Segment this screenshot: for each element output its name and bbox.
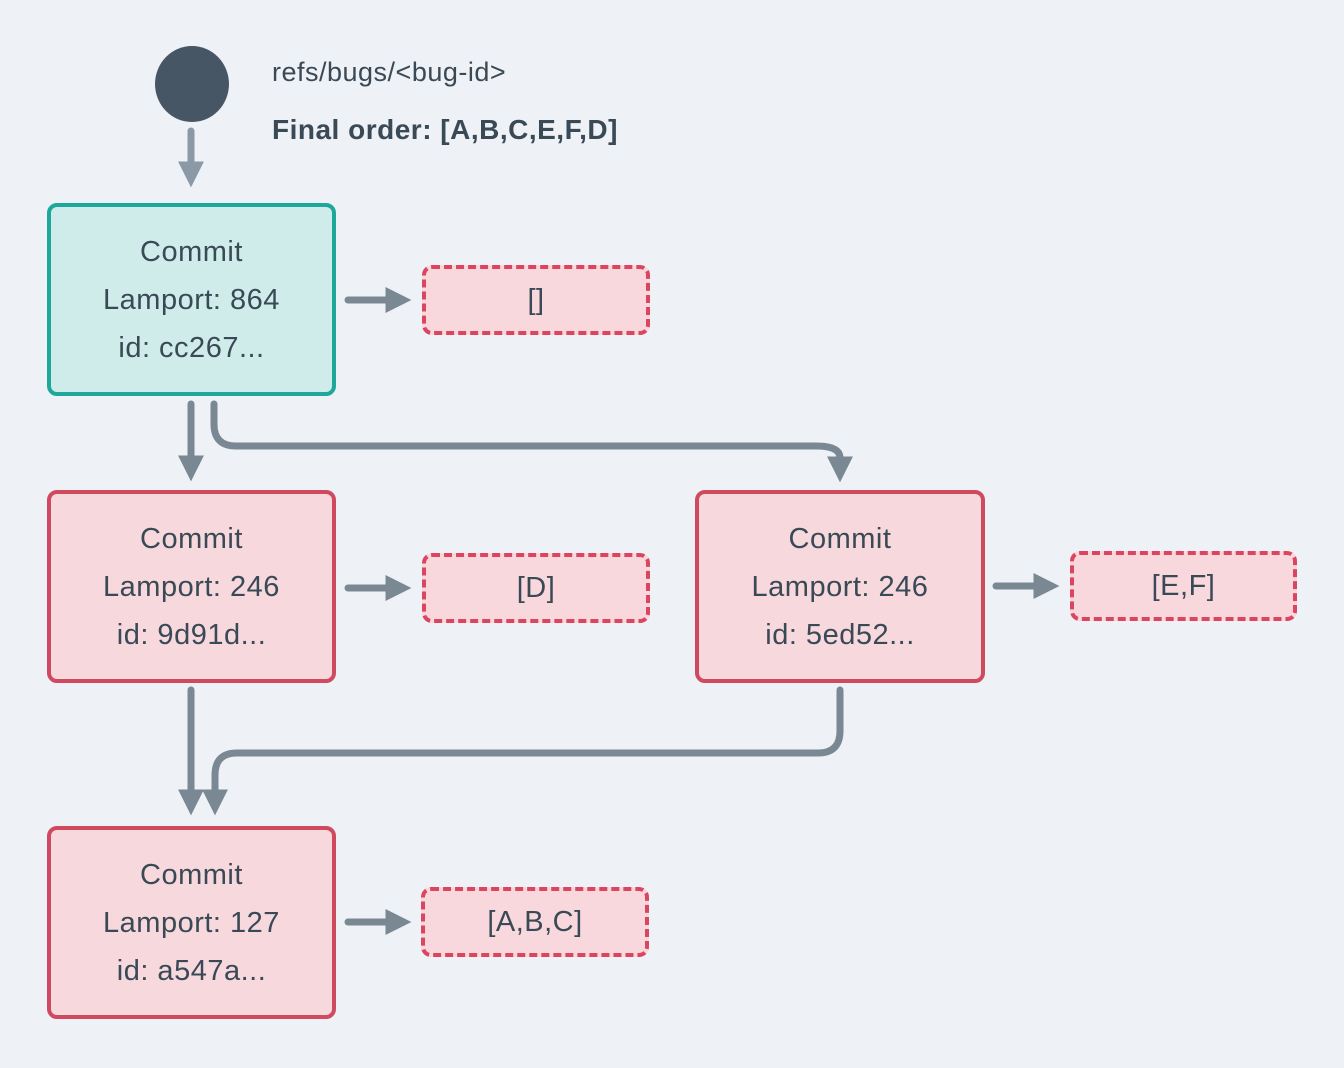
operations-list: [D]: [516, 571, 556, 604]
commit-title: Commit: [140, 522, 243, 555]
operations-list: [A,B,C]: [487, 905, 583, 938]
operations-box-merge: [A,B,C]: [421, 887, 649, 957]
commit-id: id: 9d91d...: [116, 618, 267, 651]
commit-lamport-time: Lamport: 246: [751, 570, 929, 603]
operations-list: []: [527, 283, 545, 316]
commit-title: Commit: [140, 235, 243, 268]
operations-box-left: [D]: [422, 553, 650, 623]
commit-title: Commit: [788, 522, 892, 555]
arrow-right-commit-to-merge-commit: [202, 686, 844, 816]
operations-box-right: [E,F]: [1070, 551, 1297, 621]
commit-title: Commit: [140, 858, 243, 891]
commit-node-root: Commit Lamport: 864 id: cc267...: [47, 203, 336, 396]
commit-id: id: cc267...: [118, 331, 265, 364]
commit-node-left: Commit Lamport: 246 id: 9d91d...: [47, 490, 336, 683]
final-order-label: Final order: [A,B,C,E,F,D]: [272, 114, 618, 145]
commit-node-right: Commit Lamport: 246 id: 5ed52...: [695, 490, 985, 683]
commit-lamport-time: Lamport: 127: [103, 906, 280, 939]
commit-id: id: a547a...: [116, 954, 267, 987]
ref-head-circle-icon: [155, 46, 229, 122]
arrow-root-to-right-commit: [210, 400, 853, 483]
commit-lamport-time: Lamport: 246: [103, 570, 280, 603]
commit-lamport-time: Lamport: 864: [103, 283, 280, 316]
operations-box-root: []: [422, 265, 650, 335]
ref-name-label: refs/bugs/<bug-id>: [272, 57, 507, 87]
commit-node-merge: Commit Lamport: 127 id: a547a...: [47, 826, 336, 1019]
commit-id: id: 5ed52...: [765, 618, 915, 651]
operations-list: [E,F]: [1151, 569, 1216, 602]
